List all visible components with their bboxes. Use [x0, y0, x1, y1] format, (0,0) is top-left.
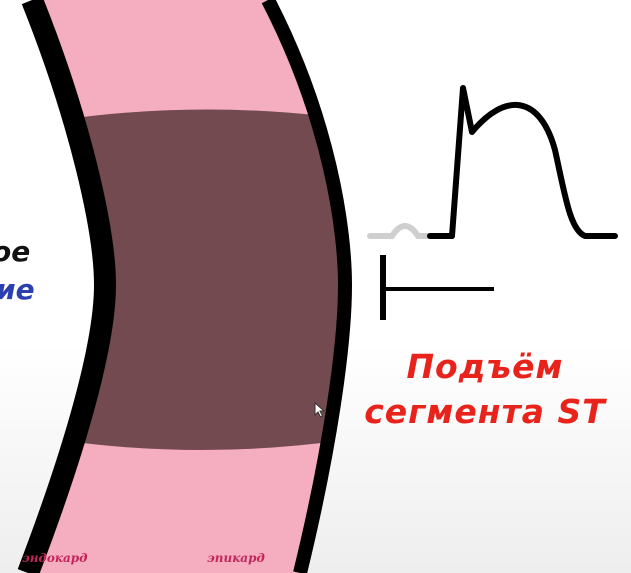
infarct-zone: [60, 109, 345, 450]
st-elevation-label-line-1: Подъём: [406, 347, 564, 386]
left-cut-text-1: ое: [0, 235, 31, 268]
mouse-cursor-icon: [314, 402, 326, 418]
epicard-label: эпикард: [207, 551, 265, 565]
epicardium-line: [261, 0, 353, 573]
endocardium-line: [17, 0, 117, 573]
ecg-st-elevation-trace: [427, 85, 618, 239]
st-elevation-label-line-2: сегмента ST: [364, 392, 606, 431]
ecg-p-wave: [367, 223, 433, 239]
endocard-label: эндокард: [22, 551, 88, 565]
left-cut-text-2: ие: [0, 273, 35, 306]
